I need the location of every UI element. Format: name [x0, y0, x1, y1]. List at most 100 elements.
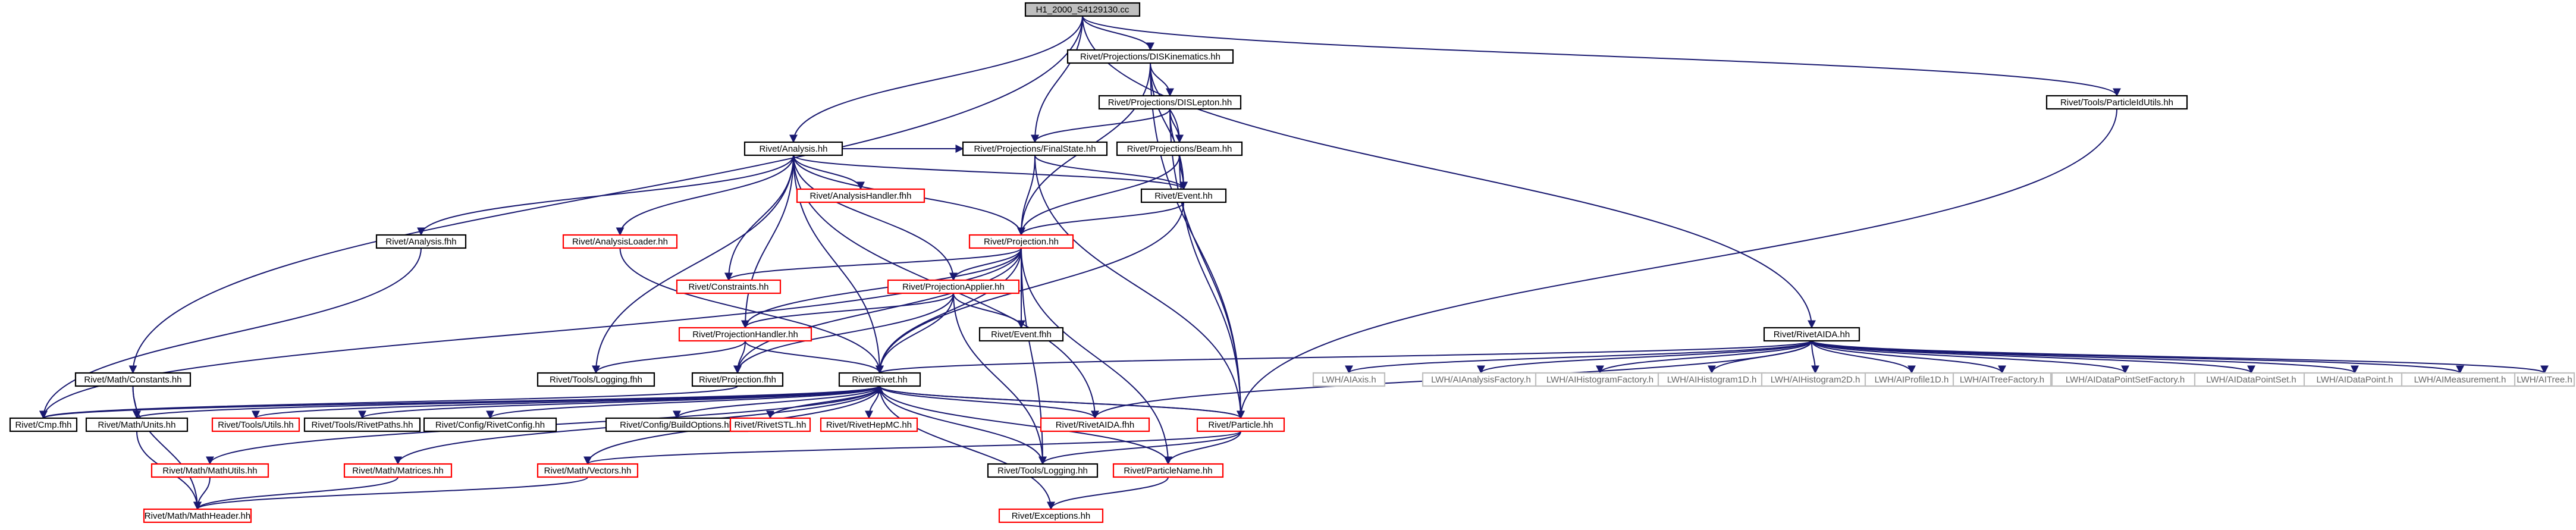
edge-projection-to-tlogging_hh: [1021, 247, 1047, 465]
node-label: Rivet/Event.fhh: [991, 330, 1052, 340]
dependency-nodes: H1_2000_S4129130.ccRivet/Projections/DIS…: [9, 2, 2575, 523]
node-label: Rivet/Rivet.hh: [852, 375, 907, 385]
node-label: Rivet/Particle.hh: [1208, 420, 1273, 430]
edge-projection-to-constraints: [724, 247, 1022, 281]
edge-root-to-final: [1031, 15, 1083, 143]
node-rivethh[interactable]: Rivet/Rivet.hh: [838, 372, 921, 387]
node-box: [211, 417, 300, 432]
node-cmp[interactable]: Rivet/Cmp.fhh: [9, 417, 78, 432]
node-box: [1312, 372, 1386, 387]
node-box: [143, 508, 252, 523]
edge-analysis-to-tlogging_fhh: [592, 155, 794, 374]
node-box: [998, 508, 1104, 523]
edge-raida-to-p1d: [1811, 340, 1916, 374]
node-label: LWH/AIProfile1D.h: [1875, 375, 1949, 385]
node-box: [1140, 188, 1227, 203]
edge-rivethh-to-tlogging_hh: [879, 385, 1047, 465]
edge-disl-to-final: [1031, 108, 1171, 143]
node-projfhh[interactable]: Rivet/Projection.fhh: [691, 372, 784, 387]
node-pidutils[interactable]: Rivet/Tools/ParticleIdUtils.hh: [2045, 95, 2188, 110]
node-meas[interactable]: LWH/AIMeasurement.h: [2401, 372, 2519, 387]
node-dpsfactory[interactable]: LWH/AIDataPointSetFactory.h: [2051, 372, 2200, 387]
node-label: LWH/AITree.h: [2517, 375, 2572, 385]
node-box: [2045, 95, 2188, 110]
node-label: Rivet/Tools/Utils.hh: [218, 420, 294, 430]
node-vectors[interactable]: Rivet/Math/Vectors.hh: [536, 463, 639, 478]
edge-event-to-projection: [1017, 202, 1184, 236]
node-box: [9, 417, 78, 432]
node-afactory[interactable]: LWH/AIAnalysisFactory.h: [1422, 372, 1540, 387]
node-label: Rivet/Projection.fhh: [699, 375, 776, 385]
node-disl[interactable]: Rivet/Projections/DISLepton.hh: [1098, 95, 1242, 110]
node-box: [1098, 95, 1242, 110]
edge-analysis-to-papplier: [793, 155, 958, 281]
node-pname[interactable]: Rivet/ParticleName.hh: [1112, 463, 1224, 478]
edge-analysis-to-event: [793, 155, 1188, 190]
node-analysis[interactable]: Rivet/Analysis.hh: [743, 141, 843, 156]
node-label: Rivet/ParticleName.hh: [1124, 466, 1212, 476]
node-phandler[interactable]: Rivet/ProjectionHandler.hh: [678, 327, 812, 342]
node-axis[interactable]: LWH/AIAxis.h: [1312, 372, 1386, 387]
node-label: Rivet/Config/RivetConfig.hh: [435, 420, 545, 430]
node-mconstants[interactable]: Rivet/Math/Constants.hh: [74, 372, 192, 387]
node-papplier[interactable]: Rivet/ProjectionApplier.hh: [887, 279, 1020, 294]
node-label: Rivet/Projections/Beam.hh: [1127, 144, 1232, 154]
edge-rivethh-to-pname: [879, 385, 1172, 465]
node-aloader[interactable]: Rivet/AnalysisLoader.hh: [562, 234, 678, 249]
node-tree[interactable]: LWH/AITree.h: [2514, 372, 2575, 387]
node-particle[interactable]: Rivet/Particle.hh: [1196, 417, 1285, 432]
node-exceptions[interactable]: Rivet/Exceptions.hh: [998, 508, 1104, 523]
node-box: [1112, 463, 1224, 478]
node-h2d[interactable]: LWH/AIHistogram2D.h: [1761, 372, 1870, 387]
node-label: Rivet/AnalysisLoader.hh: [572, 237, 668, 247]
edge-raida-to-tfactory: [1811, 340, 2006, 374]
node-box: [150, 463, 269, 478]
node-dp[interactable]: LWH/AIDataPoint.h: [2303, 372, 2406, 387]
node-eventfhh[interactable]: Rivet/Event.fhh: [978, 327, 1064, 342]
edge-raida-to-rivethh: [876, 340, 1812, 374]
node-label: Rivet/Tools/Logging.hh: [997, 466, 1088, 476]
node-final[interactable]: Rivet/Projections/FinalState.hh: [962, 141, 1108, 156]
node-dps[interactable]: LWH/AIDataPointSet.h: [2194, 372, 2309, 387]
node-stl[interactable]: Rivet/RivetSTL.hh: [729, 417, 811, 432]
node-beam[interactable]: Rivet/Projections/Beam.hh: [1116, 141, 1243, 156]
node-mheader[interactable]: Rivet/Math/MathHeader.hh: [143, 508, 252, 523]
edge-analysis-to-aloader: [616, 155, 794, 236]
node-ahandler[interactable]: Rivet/AnalysisHandler.fhh: [796, 188, 925, 203]
node-box: [820, 417, 918, 432]
node-mutils[interactable]: Rivet/Math/MathUtils.hh: [150, 463, 269, 478]
node-hfactory[interactable]: LWH/AIHistogramFactory.h: [1535, 372, 1665, 387]
edge-analysis-to-phandler: [741, 155, 794, 329]
node-buildopt[interactable]: Rivet/Config/BuildOptions.hh: [605, 417, 749, 432]
node-raidafhh[interactable]: Rivet/RivetAIDA.fhh: [1040, 417, 1150, 432]
node-disk[interactable]: Rivet/Projections/DISKinematics.hh: [1066, 49, 1234, 64]
dependency-edges: [39, 15, 2549, 510]
node-box: [729, 417, 811, 432]
edge-vectors-to-mheader: [193, 476, 588, 510]
node-label: LWH/AIHistogram1D.h: [1667, 375, 1757, 385]
node-box: [536, 463, 639, 478]
node-tutils[interactable]: Rivet/Tools/Utils.hh: [211, 417, 300, 432]
node-label: LWH/AIDataPointSetFactory.h: [2066, 375, 2185, 385]
node-projection[interactable]: Rivet/Projection.hh: [968, 234, 1074, 249]
node-constraints[interactable]: Rivet/Constraints.hh: [676, 279, 782, 294]
node-raida[interactable]: Rivet/RivetAIDA.hh: [1763, 327, 1860, 342]
node-hepmc[interactable]: Rivet/RivetHepMC.hh: [820, 417, 918, 432]
node-tlogging_hh[interactable]: Rivet/Tools/Logging.hh: [987, 463, 1099, 478]
node-box: [85, 417, 189, 432]
node-rpaths[interactable]: Rivet/Tools/RivetPaths.hh: [303, 417, 421, 432]
node-units[interactable]: Rivet/Math/Units.hh: [85, 417, 189, 432]
node-label: Rivet/Analysis.hh: [759, 144, 827, 154]
node-matrices[interactable]: Rivet/Math/Matrices.hh: [343, 463, 453, 478]
node-event[interactable]: Rivet/Event.hh: [1140, 188, 1227, 203]
node-p1d[interactable]: LWH/AIProfile1D.h: [1864, 372, 1959, 387]
node-rconfig[interactable]: Rivet/Config/RivetConfig.hh: [423, 417, 557, 432]
node-tfactory[interactable]: LWH/AITreeFactory.h: [1952, 372, 2052, 387]
node-afhh[interactable]: Rivet/Analysis.fhh: [375, 234, 467, 249]
edge-matrices-to-mheader: [193, 476, 399, 510]
node-label: LWH/AIDataPoint.h: [2317, 375, 2393, 385]
node-h1d[interactable]: LWH/AIHistogram1D.h: [1657, 372, 1767, 387]
node-tlogging_fhh[interactable]: Rivet/Tools/Logging.fhh: [536, 372, 655, 387]
node-label: Rivet/RivetAIDA.fhh: [1056, 420, 1135, 430]
